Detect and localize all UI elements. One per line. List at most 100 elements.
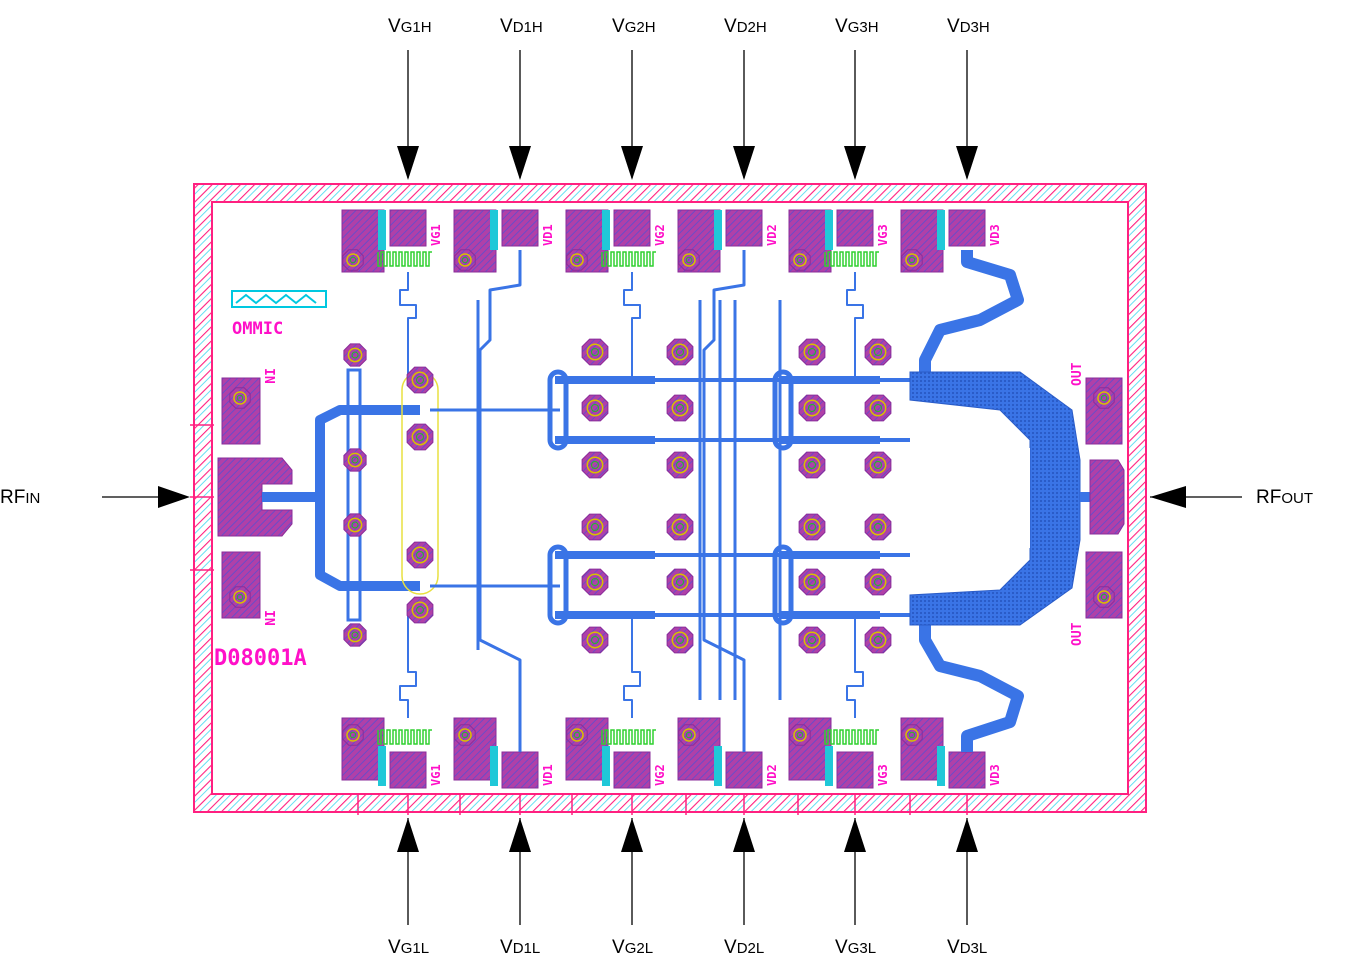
via-core [416, 433, 424, 441]
cap-strip [714, 746, 722, 786]
metal-trace [846, 272, 864, 380]
via-pad [581, 513, 609, 541]
pad-label-bottom: VG3 [876, 764, 890, 786]
bottom-pin-label: VG2L [612, 937, 653, 958]
via-core [236, 394, 244, 402]
logo-text: OMMIC [232, 319, 283, 339]
logo-wave [235, 293, 317, 305]
via-pad [1093, 387, 1115, 409]
via-ring [869, 456, 887, 474]
via-ring [671, 399, 689, 417]
bond-pad [389, 209, 427, 247]
via-core [351, 521, 359, 529]
cap-strip [825, 210, 833, 250]
top-pin-arrowhead [844, 146, 866, 180]
via-pad [864, 568, 892, 596]
via-pad [581, 394, 609, 422]
via-pad [798, 626, 826, 654]
rf-in-arrowhead [158, 486, 190, 508]
cap-strip [378, 746, 386, 786]
via-pad [342, 249, 364, 271]
via-ring [869, 518, 887, 536]
via-pad [229, 387, 251, 409]
via-ring [869, 343, 887, 361]
bond-pad [948, 209, 986, 247]
bond-pad [725, 209, 763, 247]
pad-label-top: VG3 [876, 224, 890, 246]
via-core [874, 523, 882, 531]
via-ring [458, 253, 472, 267]
via-ring [869, 399, 887, 417]
metal-trace [919, 250, 1024, 380]
via-ring [905, 253, 919, 267]
via-ring [671, 343, 689, 361]
finger-loop [772, 544, 794, 626]
via-core [416, 376, 424, 384]
finger-loop [547, 369, 569, 451]
via-pad [406, 366, 434, 394]
via-ring [869, 631, 887, 649]
via-core [908, 256, 916, 264]
via-pad [678, 724, 700, 746]
via-ring [411, 601, 429, 619]
via-ring [346, 253, 360, 267]
rf-in-label: RFIN [0, 487, 40, 508]
via-pad [864, 394, 892, 422]
via-core [685, 731, 693, 739]
top-pin-label: VG2H [612, 16, 656, 37]
via-core [808, 523, 816, 531]
via-ring [586, 456, 604, 474]
out-label-bottom: OUT [1070, 622, 1085, 646]
via-ring [803, 399, 821, 417]
via-core [573, 256, 581, 264]
via-core [676, 636, 684, 644]
via-core [874, 578, 882, 586]
metal-trace [399, 615, 417, 718]
bond-pad [613, 209, 651, 247]
via-ring [803, 518, 821, 536]
via-pad [1093, 586, 1115, 608]
via-pad [343, 343, 367, 367]
metal-trace [623, 272, 641, 380]
via-pad [864, 451, 892, 479]
rf-in-pad [217, 457, 293, 537]
rf-out-arrowhead [1150, 486, 1186, 508]
via-ring [586, 631, 604, 649]
pad-label-top: VG2 [653, 224, 667, 246]
top-pin-label: VD3H [947, 16, 990, 37]
via-pad [229, 586, 251, 608]
bond-pad [221, 551, 261, 619]
combiner-cutout [940, 448, 1030, 548]
rf-out-port: RFOUT [1150, 486, 1313, 508]
via-pad [666, 513, 694, 541]
via-ring [793, 728, 807, 742]
top-pin-arrowhead [956, 146, 978, 180]
via-pad [798, 568, 826, 596]
via-ring [586, 518, 604, 536]
cap-strip [825, 746, 833, 786]
via-ring [803, 343, 821, 361]
via-ring [671, 573, 689, 591]
via-pad [798, 513, 826, 541]
via-core [808, 461, 816, 469]
via-core [874, 636, 882, 644]
via-ring [347, 452, 363, 468]
via-core [874, 404, 882, 412]
metal-trace [399, 272, 417, 380]
resistor-meander [601, 729, 656, 745]
via-pad [343, 623, 367, 647]
finger-loop [772, 369, 794, 451]
via-core [236, 593, 244, 601]
metal-trace [702, 250, 746, 752]
resistor-meander [377, 251, 432, 267]
via-core [416, 551, 424, 559]
top-pin-label: VD2H [724, 16, 767, 37]
pad-label-top: VG1 [429, 224, 443, 246]
via-ring [869, 573, 887, 591]
cap-strip [937, 210, 945, 250]
bond-pad [501, 751, 539, 789]
via-ring [411, 546, 429, 564]
via-pad [798, 338, 826, 366]
